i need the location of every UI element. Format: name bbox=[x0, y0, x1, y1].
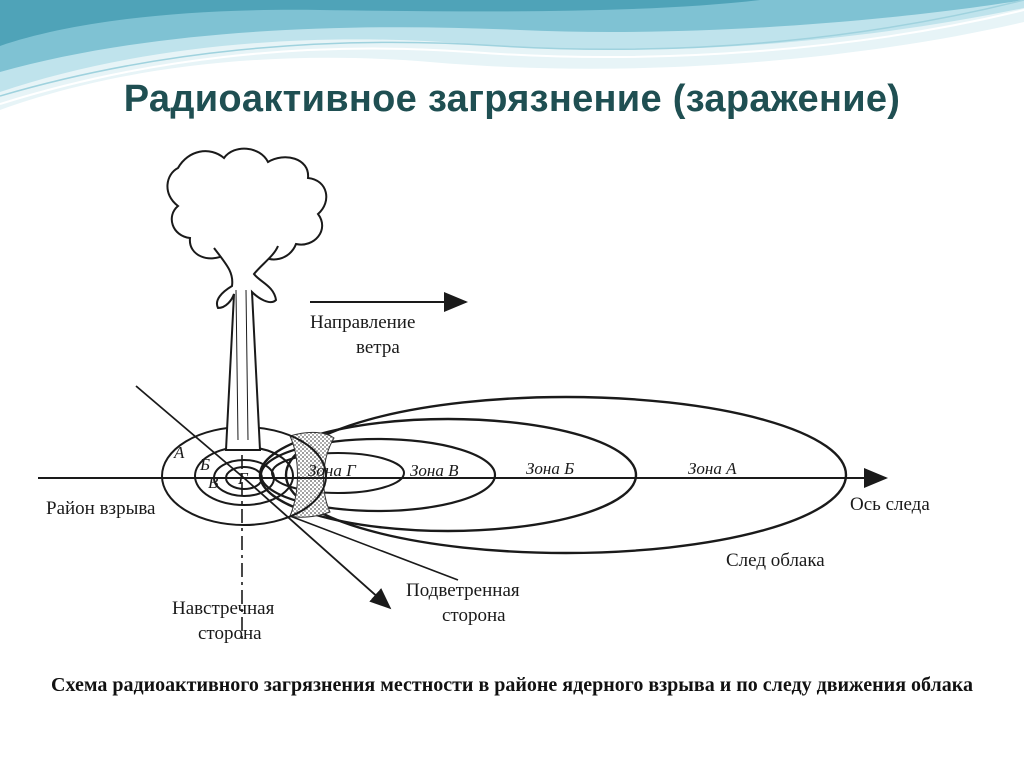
zone-g-label: Зона Г bbox=[308, 461, 357, 480]
cloud-trace-label: След облака bbox=[726, 550, 825, 571]
zone-a-label: Зона А bbox=[688, 459, 737, 478]
wind-label-line1: Направление bbox=[310, 312, 415, 333]
figure-caption: Схема радиоактивного загрязнения местнос… bbox=[51, 674, 973, 696]
header-wave-decoration bbox=[0, 0, 1024, 110]
trace-axis-label: Ось следа bbox=[850, 494, 930, 515]
ring-a-label: А bbox=[173, 443, 185, 462]
leeward-label-line1: Подветренная bbox=[406, 580, 520, 601]
mushroom-cloud-cap bbox=[166, 147, 328, 265]
windward-label-line2: сторона bbox=[198, 623, 262, 644]
leeward-tangent-line bbox=[289, 515, 459, 581]
ring-v-label: В bbox=[208, 473, 219, 492]
leeward-label-line2: сторона bbox=[442, 605, 506, 626]
windward-label-line1: Навстречная bbox=[172, 598, 275, 619]
wind-label-line2: ветра bbox=[356, 337, 400, 358]
ring-g-label: Г bbox=[237, 469, 249, 488]
mushroom-cloud-neck bbox=[213, 245, 279, 451]
contamination-diagram: Направление ветра Зона Г Зона В Зона Б З… bbox=[38, 140, 986, 660]
leeward-arrow bbox=[243, 477, 392, 610]
upwind-diagonal-line bbox=[135, 385, 245, 479]
explosion-area-label: Район взрыва bbox=[46, 498, 156, 519]
zone-b-label: Зона Б bbox=[526, 459, 574, 478]
zone-a-ellipse bbox=[284, 395, 848, 555]
zone-v-label: Зона В bbox=[410, 461, 459, 480]
page-title: Радиоактивное загрязнение (заражение) bbox=[123, 78, 901, 120]
ring-b-label: Б bbox=[199, 455, 210, 474]
hatched-contamination-area bbox=[289, 431, 335, 518]
